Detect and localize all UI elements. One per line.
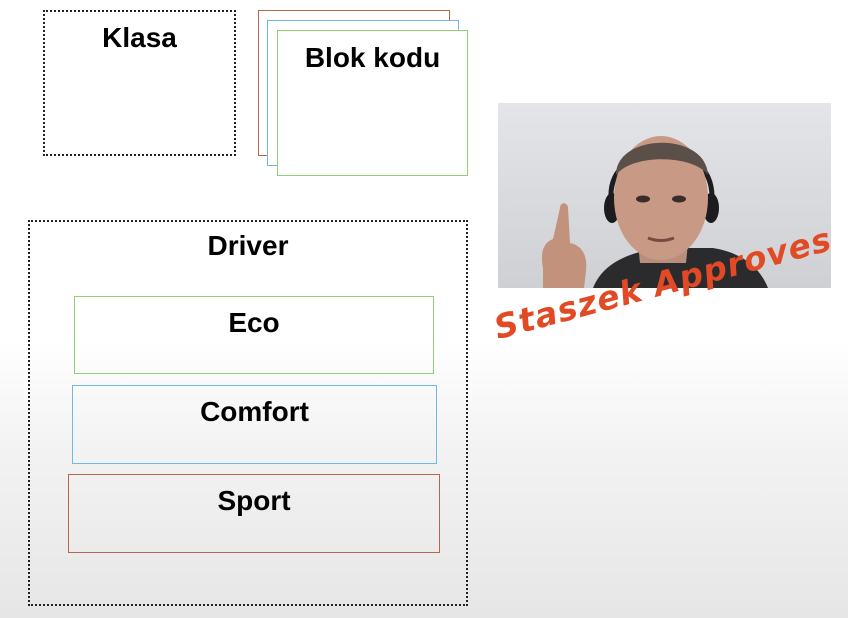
sport-block: Sport [68, 474, 440, 553]
sport-label: Sport [217, 485, 291, 516]
legend-class-label: Klasa [102, 22, 177, 53]
eco-block: Eco [74, 296, 434, 374]
comfort-label: Comfort [200, 396, 309, 427]
comfort-block: Comfort [72, 385, 437, 464]
legend-code-block-label: Blok kodu [304, 42, 441, 73]
legend-code-block-box: Blok kodu [277, 30, 468, 176]
driver-class-label: Driver [207, 230, 289, 261]
driver-class-box [28, 220, 468, 606]
legend-class-box: Klasa [43, 10, 236, 156]
eco-label: Eco [228, 307, 280, 338]
presenter-webcam [498, 103, 831, 288]
presenter-illustration [498, 103, 831, 288]
